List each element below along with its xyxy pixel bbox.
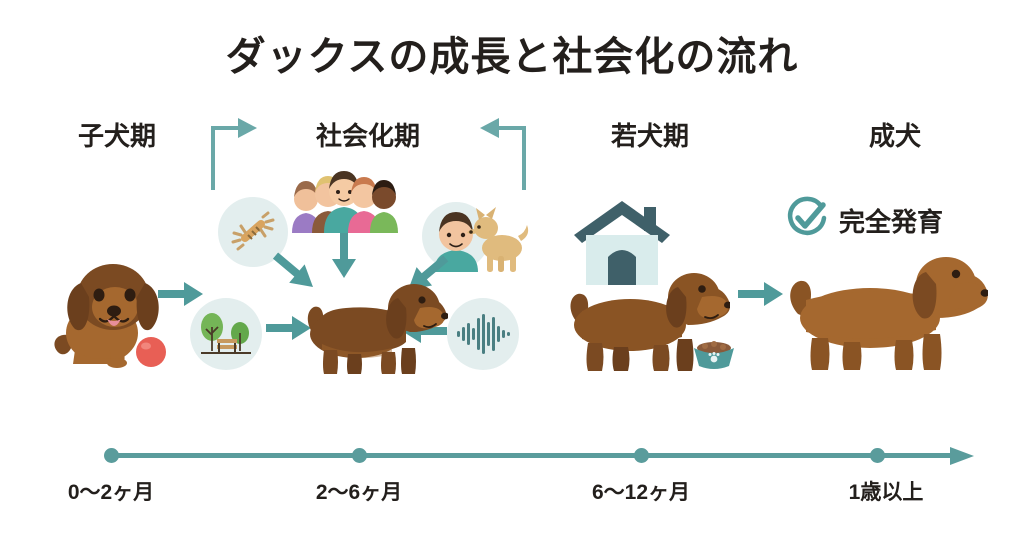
status-badge: 完全発育 bbox=[785, 196, 943, 245]
food-bowl-icon bbox=[690, 338, 738, 375]
circle-check-icon bbox=[785, 196, 829, 245]
timeline-label-1: 2〜6ヶ月 bbox=[315, 481, 403, 504]
timeline-dot-1 bbox=[352, 448, 367, 463]
flow-arrow-young-to-adult bbox=[738, 281, 784, 312]
people-group-icon bbox=[288, 167, 400, 238]
status-badge-label: 完全発育 bbox=[839, 207, 944, 237]
elbow-arrow-left-icon bbox=[472, 112, 532, 197]
park-bench-icon bbox=[190, 298, 262, 370]
stage-label-young: 若犬期 bbox=[610, 121, 689, 151]
young-dog-illustration bbox=[560, 265, 732, 380]
flow-arrow-persondog-to-dog bbox=[396, 245, 454, 301]
timeline-dot-0 bbox=[104, 448, 119, 463]
sound-wave-icon bbox=[447, 298, 519, 370]
timeline-label-3: 1歳以上 bbox=[848, 481, 924, 504]
timeline-dot-3 bbox=[870, 448, 885, 463]
timeline-label-2: 6〜12ヶ月 bbox=[591, 481, 691, 504]
stage-label-adult: 成犬 bbox=[868, 121, 921, 151]
flow-arrow-puppy-to-socialization bbox=[158, 281, 204, 312]
puppy-illustration bbox=[45, 255, 180, 375]
adult-dog-illustration bbox=[778, 248, 990, 381]
dog-house-icon bbox=[570, 195, 674, 292]
timeline-arrowhead-icon bbox=[950, 445, 976, 472]
socialization-dog-illustration bbox=[298, 272, 449, 383]
elbow-arrow-right-icon bbox=[205, 112, 265, 197]
timeline-label-0: 0〜2ヶ月 bbox=[67, 481, 155, 504]
timeline-axis bbox=[110, 453, 955, 458]
stage-label-socialization: 社会化期 bbox=[315, 121, 420, 151]
person-with-dog-icon bbox=[422, 196, 530, 283]
flow-arrow-people-to-dog bbox=[331, 233, 357, 284]
flow-arrow-park-to-dog bbox=[266, 315, 312, 346]
rope-toy-icon bbox=[218, 197, 288, 267]
stage-label-puppy: 子犬期 bbox=[77, 121, 156, 151]
timeline-dot-2 bbox=[634, 448, 649, 463]
page-title: ダックスの成長と社会化の流れ bbox=[225, 35, 799, 79]
flow-arrow-rope-to-dog bbox=[264, 246, 322, 302]
